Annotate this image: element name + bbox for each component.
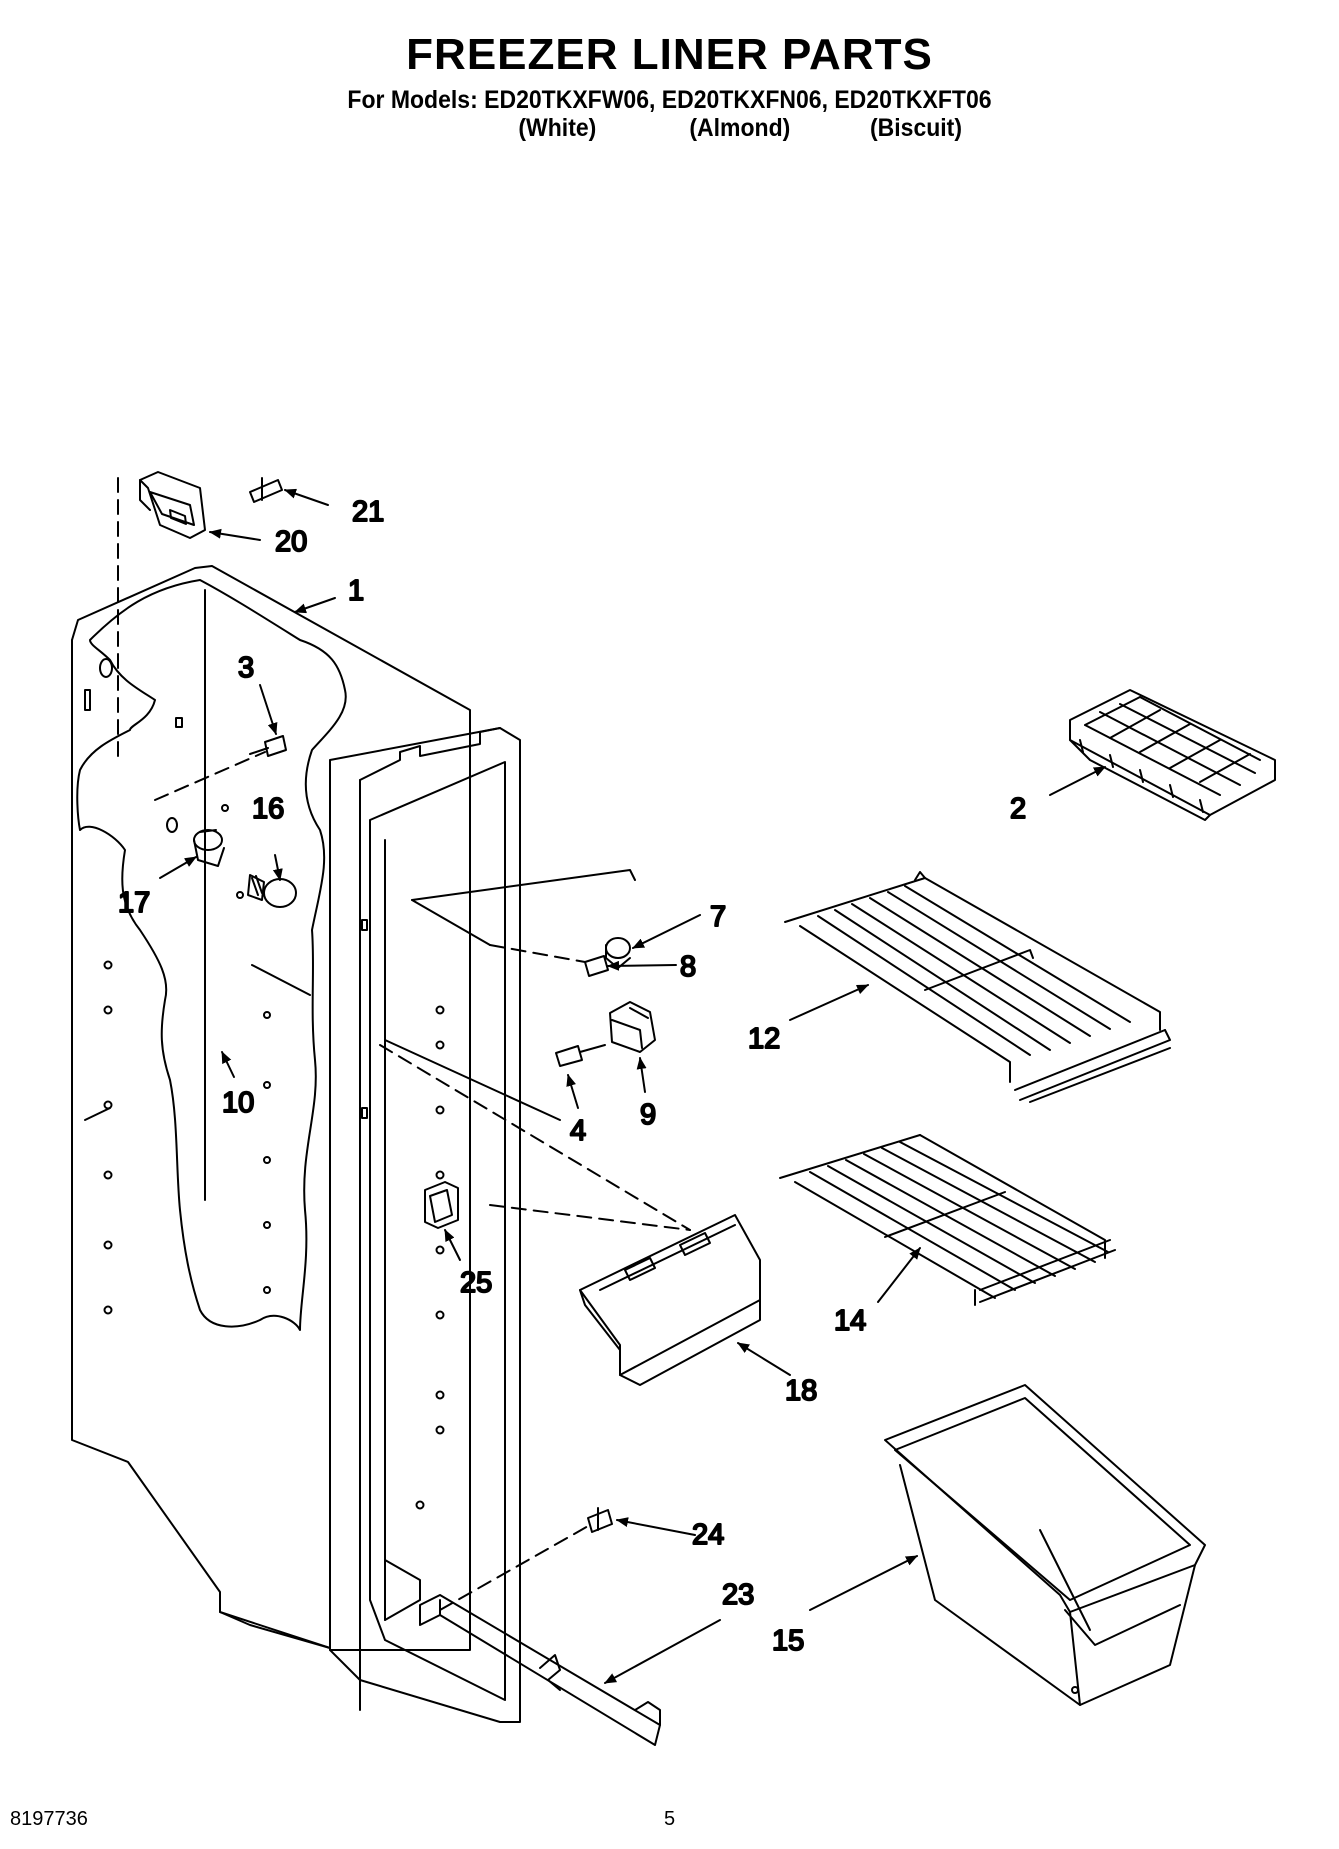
screw-24 [587, 1507, 613, 1533]
callout-24: 24 [692, 1519, 724, 1551]
label-plate-7 [411, 869, 636, 901]
screw-21 [249, 477, 283, 503]
callout-14: 14 [834, 1305, 866, 1337]
leader-rail [489, 1204, 691, 1231]
screw-8 [584, 955, 609, 977]
light-bulb-16 [247, 874, 297, 908]
screw-3 [249, 735, 287, 757]
lamp-socket-17 [193, 829, 225, 867]
leader-rail-2 [379, 1044, 691, 1231]
callout-arrows [159, 488, 1106, 1684]
callout-8: 8 [680, 951, 696, 983]
callout-18: 18 [785, 1375, 817, 1407]
leader-screw-8 [489, 944, 586, 963]
page-number: 5 [664, 1808, 676, 1830]
bracket-23 [419, 1594, 661, 1746]
callout-3: 3 [238, 652, 254, 684]
screw-4 [555, 1044, 606, 1067]
top-bracket [139, 471, 206, 539]
callout-10: 10 [222, 1087, 254, 1119]
freezer-liner [71, 565, 561, 1723]
callout-16: 16 [252, 793, 284, 825]
color-white: (White) [518, 114, 597, 142]
storage-bin-15 [884, 1384, 1206, 1706]
shelf-12 [784, 871, 1171, 1103]
ice-tray-2 [1069, 689, 1276, 821]
rail-18 [579, 1214, 761, 1386]
switch-25 [424, 1181, 459, 1229]
callout-1: 1 [348, 575, 364, 607]
callout-labels: 21 20 1 3 16 17 2 7 8 12 10 9 4 25 14 18… [117, 495, 1027, 1658]
callout-23: 23 [722, 1579, 754, 1611]
cover-7 [605, 937, 631, 969]
leader-screw-3 [154, 751, 266, 801]
color-biscuit: (Biscuit) [870, 114, 962, 142]
color-almond: (Almond) [689, 114, 791, 142]
callout-7: 7 [710, 901, 726, 933]
callout-9: 9 [640, 1099, 656, 1131]
shelf-support-9 [609, 1001, 656, 1053]
callout-17: 17 [118, 887, 150, 919]
callout-12: 12 [748, 1023, 780, 1055]
callout-21: 21 [352, 496, 384, 528]
callout-25: 25 [460, 1267, 492, 1299]
document-number: 8197736 [10, 1808, 88, 1830]
label-plate-edge [411, 899, 491, 946]
models-line: For Models: ED20TKXFW06, ED20TKXFN06, ED… [347, 86, 992, 114]
page-title: FREEZER LINER PARTS [406, 30, 933, 79]
callout-2: 2 [1010, 793, 1026, 825]
shelf-14 [779, 1134, 1116, 1306]
leader-bracket-23 [439, 1524, 591, 1611]
callout-20: 20 [275, 526, 307, 558]
callout-15: 15 [772, 1625, 804, 1657]
callout-4: 4 [570, 1115, 586, 1147]
